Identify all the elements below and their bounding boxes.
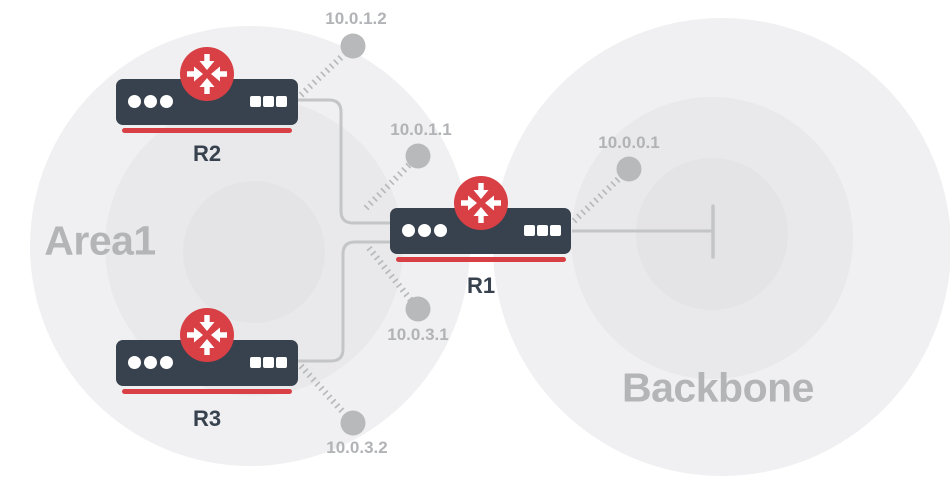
interface-node-10-0-1-1 [405,143,431,169]
led-dot [128,355,141,369]
router-r1-label: R1 [466,273,496,298]
backbone-label: Backbone [622,364,814,411]
port-square [276,95,287,107]
led-dot [402,223,415,237]
router-r2-label: R2 [192,141,222,166]
led-dot [434,223,447,237]
router-accent-bar [122,389,292,394]
router-arrows-icon [454,176,508,230]
interface-lead-10-0-1-1 [363,153,421,211]
led-dot [144,355,157,369]
ip-label-10-0-3-1: 10.0.3.1 [387,325,449,344]
interface-node-10-0-1-2 [340,33,366,59]
interface-node-10-0-3-1 [405,296,431,322]
ip-label-10-0-0-1: 10.0.0.1 [598,133,660,152]
led-dot [160,94,173,108]
led-dot [418,223,431,237]
interface-node-10-0-3-2 [340,410,366,436]
router-r3: R3 [116,308,298,431]
port-square [550,224,561,236]
link-r3-r1-line [297,240,391,363]
interface-lead-10-0-3-1 [366,245,421,312]
link-r2-r1-line [298,98,391,225]
port-square [276,356,287,368]
router-r1: R1 [390,176,572,298]
port-square [263,95,274,107]
area1-label: Area1 [44,217,156,264]
port-square [524,224,535,236]
interface-lead-10-0-3-2 [298,363,356,426]
interface-node-10-0-0-1 [616,156,642,182]
interface-lead-10-0-0-1 [571,166,632,224]
led-dot [128,94,141,108]
port-square [250,95,261,107]
area1-inner-circle [183,181,325,323]
router-accent-bar [396,257,566,262]
ip-label-10-0-3-2: 10.0.3.2 [326,438,388,457]
router-r3-label: R3 [192,406,222,431]
port-square [263,356,274,368]
led-dot [144,94,157,108]
led-dot [160,355,173,369]
router-arrows-icon [180,308,234,362]
ip-label-10-0-1-1: 10.0.1.1 [390,120,452,139]
port-square [537,224,548,236]
ip-label-10-0-1-2: 10.0.1.2 [325,9,387,28]
router-accent-bar [122,128,292,133]
port-square [250,356,261,368]
router-arrows-icon [180,47,234,101]
router-r2: R2 [116,47,298,166]
